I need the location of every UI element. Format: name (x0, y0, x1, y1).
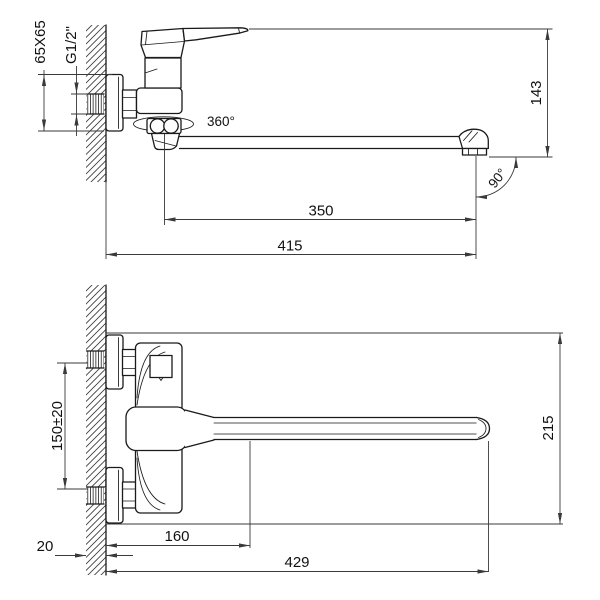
spout-arm-front (125, 406, 491, 452)
dim-thread: G1/2" (63, 26, 89, 136)
swivel-angle-arc: 90° (475, 156, 519, 200)
dim-415: 415 (105, 182, 476, 259)
handle-lever-side (140, 27, 249, 59)
dim-215-label: 215 (540, 415, 557, 440)
dim-20: 20 (37, 538, 133, 558)
spout-arm-side (178, 128, 489, 156)
dim-350-label: 350 (308, 203, 333, 220)
dim-150-20: 150±20 (49, 362, 88, 490)
cartridge-neck-side (144, 57, 182, 89)
front-view-drawing: 150±20 215 20 160 429 (37, 284, 563, 576)
dim-350: 350 (164, 134, 477, 259)
dim-65x65-label: 65X65 (32, 20, 49, 63)
dim-160: 160 (106, 441, 251, 548)
wall-thread-side (85, 93, 105, 115)
nozzle-side (150, 132, 181, 151)
dim-429: 429 (106, 441, 489, 574)
upper-inlet (85, 334, 138, 390)
valve-body-side (135, 87, 183, 115)
dim-143-label: 143 (528, 80, 545, 105)
dim-65x65: 65X65 (32, 20, 112, 132)
escutcheon-side (105, 73, 124, 132)
body-button-detail (149, 354, 173, 379)
dim-215: 215 (540, 333, 563, 524)
dim-160-label: 160 (164, 528, 189, 545)
side-view-drawing: 65X65 G1/2" 360° 143 90° 350 (32, 20, 553, 259)
dim-415-label: 415 (277, 238, 302, 255)
hex-nut-side (121, 89, 138, 119)
wall-hatch-front (86, 284, 107, 576)
dim-429-label: 429 (284, 554, 309, 571)
dim-20-label: 20 (37, 538, 54, 555)
dim-thread-label: G1/2" (63, 26, 80, 64)
angle-90-label: 90° (485, 166, 509, 191)
lower-inlet (85, 466, 138, 524)
swivel-360-label: 360° (207, 114, 235, 129)
diverter-block-side (146, 117, 182, 135)
dim-150-label: 150±20 (49, 401, 66, 451)
